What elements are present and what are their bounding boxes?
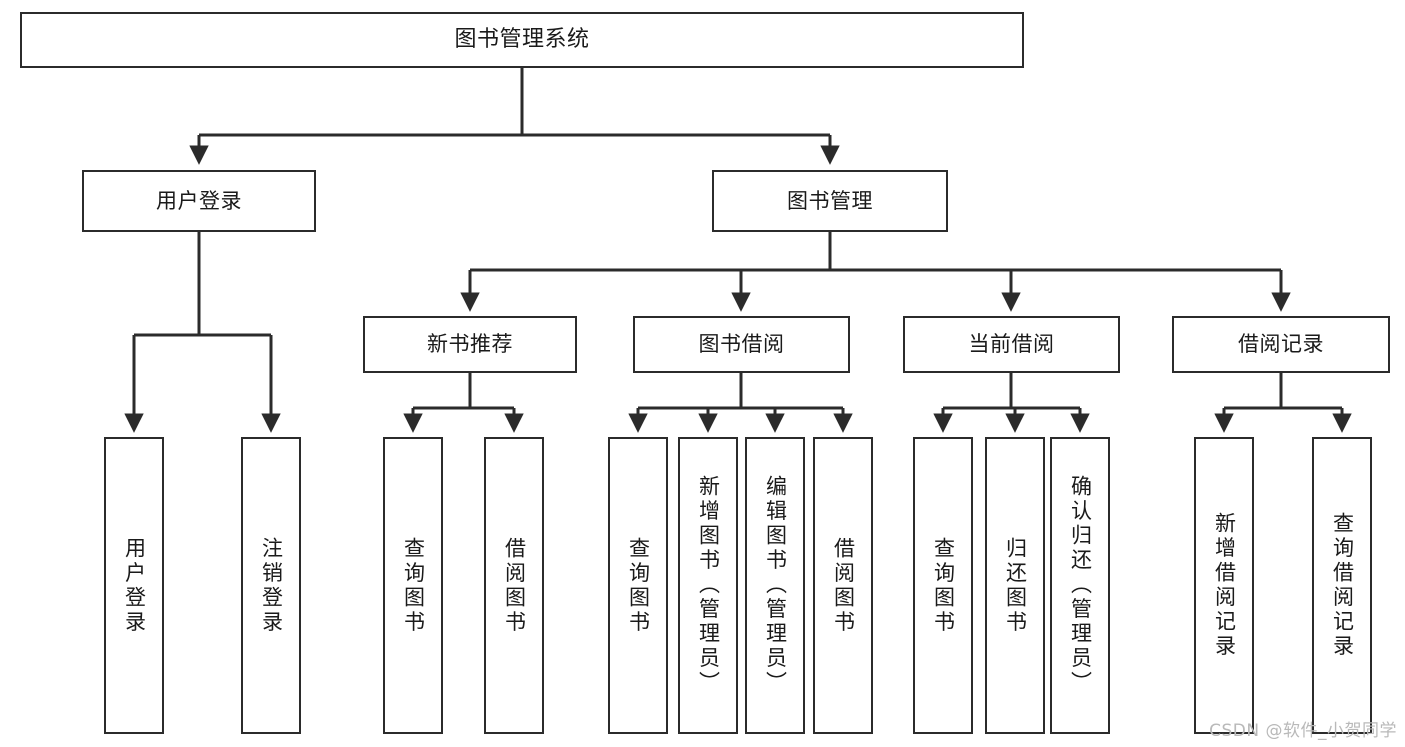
node-book-borrow[interactable]: 图书借阅 [633, 316, 850, 373]
node-current-borrow[interactable]: 当前借阅 [903, 316, 1120, 373]
watermark: CSDN @软件_小贺同学 [1209, 721, 1397, 741]
node-user-login-label: 用户登录 [156, 188, 242, 213]
leaf-borrow-book-1-label: 借阅图书 [502, 536, 527, 635]
leaf-query-book-1[interactable]: 查询图书 [383, 437, 443, 734]
node-book-borrow-label: 图书借阅 [698, 332, 785, 357]
node-borrow-record[interactable]: 借阅记录 [1172, 316, 1390, 373]
leaf-query-record[interactable]: 查询借阅记录 [1312, 437, 1372, 734]
node-root[interactable]: 图书管理系统 [20, 12, 1024, 68]
leaf-confirm-return-label: 确认归还（管理员） [1068, 475, 1093, 696]
leaf-query-book-3-label: 查询图书 [931, 536, 956, 635]
node-new-book-rec[interactable]: 新书推荐 [363, 316, 577, 373]
node-new-book-rec-label: 新书推荐 [427, 332, 513, 357]
leaf-edit-book[interactable]: 编辑图书（管理员） [745, 437, 805, 734]
leaf-query-book-2-label: 查询图书 [626, 536, 651, 635]
leaf-add-record[interactable]: 新增借阅记录 [1194, 437, 1254, 734]
leaf-confirm-return[interactable]: 确认归还（管理员） [1050, 437, 1110, 734]
leaf-return-book[interactable]: 归还图书 [985, 437, 1045, 734]
leaf-query-book-1-label: 查询图书 [401, 536, 426, 635]
leaf-query-record-label: 查询借阅记录 [1330, 512, 1355, 659]
node-book-manage[interactable]: 图书管理 [712, 170, 948, 232]
leaf-borrow-book-1[interactable]: 借阅图书 [484, 437, 544, 734]
leaf-query-book-3[interactable]: 查询图书 [913, 437, 973, 734]
leaf-return-book-label: 归还图书 [1003, 536, 1028, 635]
leaf-borrow-book-2[interactable]: 借阅图书 [813, 437, 873, 734]
node-current-borrow-label: 当前借阅 [968, 332, 1055, 357]
leaf-query-book-2[interactable]: 查询图书 [608, 437, 668, 734]
node-borrow-record-label: 借阅记录 [1238, 332, 1324, 357]
leaf-user-login[interactable]: 用户登录 [104, 437, 164, 734]
node-user-login[interactable]: 用户登录 [82, 170, 316, 232]
leaf-logout-label: 注销登录 [259, 536, 284, 635]
node-book-manage-label: 图书管理 [787, 188, 873, 213]
leaf-edit-book-label: 编辑图书（管理员） [763, 475, 788, 696]
leaf-add-book-label: 新增图书（管理员） [696, 475, 721, 696]
node-root-label: 图书管理系统 [454, 27, 590, 53]
leaf-borrow-book-2-label: 借阅图书 [831, 536, 856, 635]
leaf-add-record-label: 新增借阅记录 [1212, 512, 1237, 659]
leaf-logout[interactable]: 注销登录 [241, 437, 301, 734]
leaf-add-book[interactable]: 新增图书（管理员） [678, 437, 738, 734]
leaf-user-login-label: 用户登录 [122, 536, 147, 635]
